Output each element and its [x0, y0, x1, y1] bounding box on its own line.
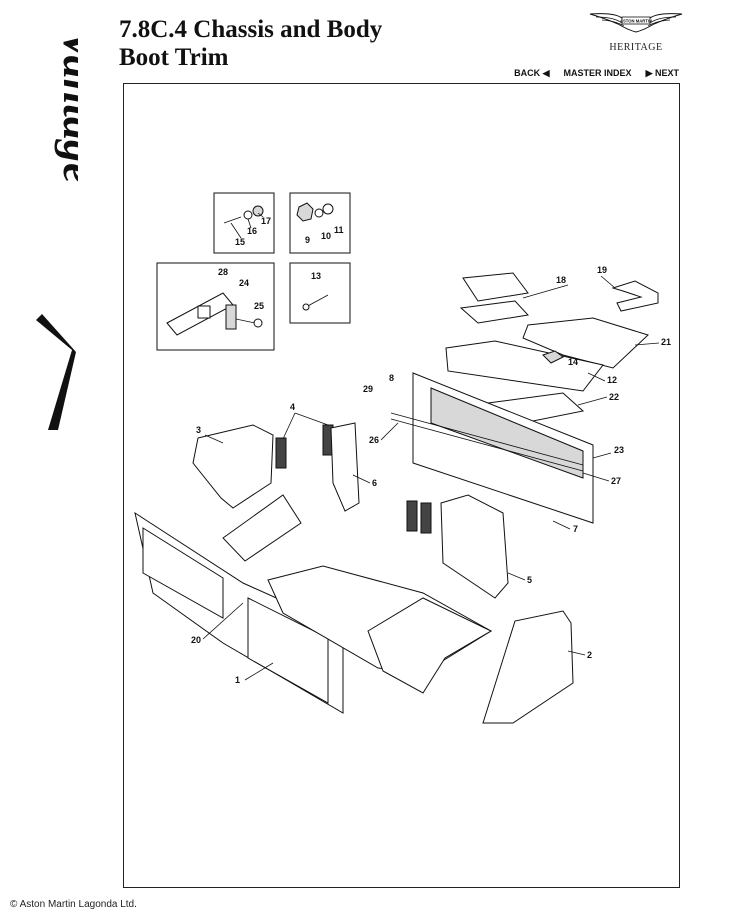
aston-martin-brand: ASTON MARTIN HERITAGE	[588, 8, 684, 53]
callout-28: 28	[218, 267, 228, 277]
callout-14: 14	[568, 357, 578, 367]
callout-16: 16	[247, 226, 257, 236]
part-4-clip-c	[406, 500, 418, 532]
callout-10: 10	[321, 231, 331, 241]
callout-29: 29	[363, 384, 373, 394]
heritage-label: HERITAGE	[609, 42, 663, 53]
callout-9: 9	[305, 235, 310, 245]
title-line-2: Boot Trim	[119, 44, 229, 71]
callout-19: 19	[597, 265, 607, 275]
back-link[interactable]: BACK ◀	[514, 68, 550, 78]
callout-23: 23	[614, 445, 624, 455]
inset-box-fasteners-15-17	[213, 192, 275, 254]
master-index-link[interactable]: MASTER INDEX	[563, 68, 632, 78]
inset-box-fasteners-9-11	[289, 192, 351, 254]
callout-5: 5	[527, 575, 532, 585]
callout-3: 3	[196, 425, 201, 435]
callout-4: 4	[290, 402, 295, 412]
callout-21: 21	[661, 337, 671, 347]
callout-22: 22	[609, 392, 619, 402]
callout-11: 11	[334, 225, 344, 235]
callout-13: 13	[311, 271, 321, 281]
part-19-bracket	[611, 280, 659, 312]
title-line-1: 7.8C.4 Chassis and Body	[119, 16, 383, 43]
vantage-logo: Vantage	[36, 30, 78, 430]
exploded-parts-diagram: 15 16 17 9 10 11 28 24 25 13 18 19 21 14…	[134, 192, 671, 724]
callout-25: 25	[254, 301, 264, 311]
diagram-frame	[123, 83, 680, 888]
svg-text:ASTON MARTIN: ASTON MARTIN	[620, 19, 652, 24]
wedge-block	[222, 494, 302, 562]
callout-15: 15	[235, 237, 245, 247]
callout-6: 6	[372, 478, 377, 488]
part-5-panel	[440, 494, 509, 599]
callout-27: 27	[611, 476, 621, 486]
part-21-mat	[522, 317, 649, 369]
aston-martin-wings-logo: ASTON MARTIN	[589, 13, 683, 33]
part-4-clip	[275, 437, 287, 469]
callout-2: 2	[587, 650, 592, 660]
part-1-side-panel	[134, 511, 344, 714]
next-link[interactable]: ▶ NEXT	[645, 68, 679, 78]
navigation-links: BACK ◀ MASTER INDEX ▶ NEXT	[514, 68, 679, 79]
callout-18: 18	[556, 275, 566, 285]
inset-box-screw-13	[289, 262, 351, 324]
callout-1: 1	[235, 675, 240, 685]
part-7-rear-panel	[390, 372, 594, 524]
part-6-panel	[330, 422, 360, 512]
part-18-tray	[459, 272, 530, 324]
svg-text:Vantage: Vantage	[54, 30, 78, 183]
callout-24: 24	[239, 278, 249, 288]
page-title: 7.8C.4 Chassis and Body Boot Trim	[119, 16, 382, 72]
floor-mat-fold	[367, 597, 493, 694]
copyright-footer: © Aston Martin Lagonda Ltd.	[10, 899, 137, 910]
inset-box-hinge-24-28	[156, 262, 275, 351]
callout-17: 17	[261, 216, 271, 226]
callout-26: 26	[369, 435, 379, 445]
callout-7: 7	[573, 524, 578, 534]
callout-12: 12	[607, 375, 617, 385]
part-12-shelf	[445, 340, 604, 392]
callout-8: 8	[389, 373, 394, 383]
leader-lines	[202, 212, 660, 681]
callout-20: 20	[191, 635, 201, 645]
part-4-clip-d	[420, 502, 432, 534]
part-2-wheel-arch	[482, 610, 574, 724]
part-3-side-trim	[192, 424, 274, 509]
